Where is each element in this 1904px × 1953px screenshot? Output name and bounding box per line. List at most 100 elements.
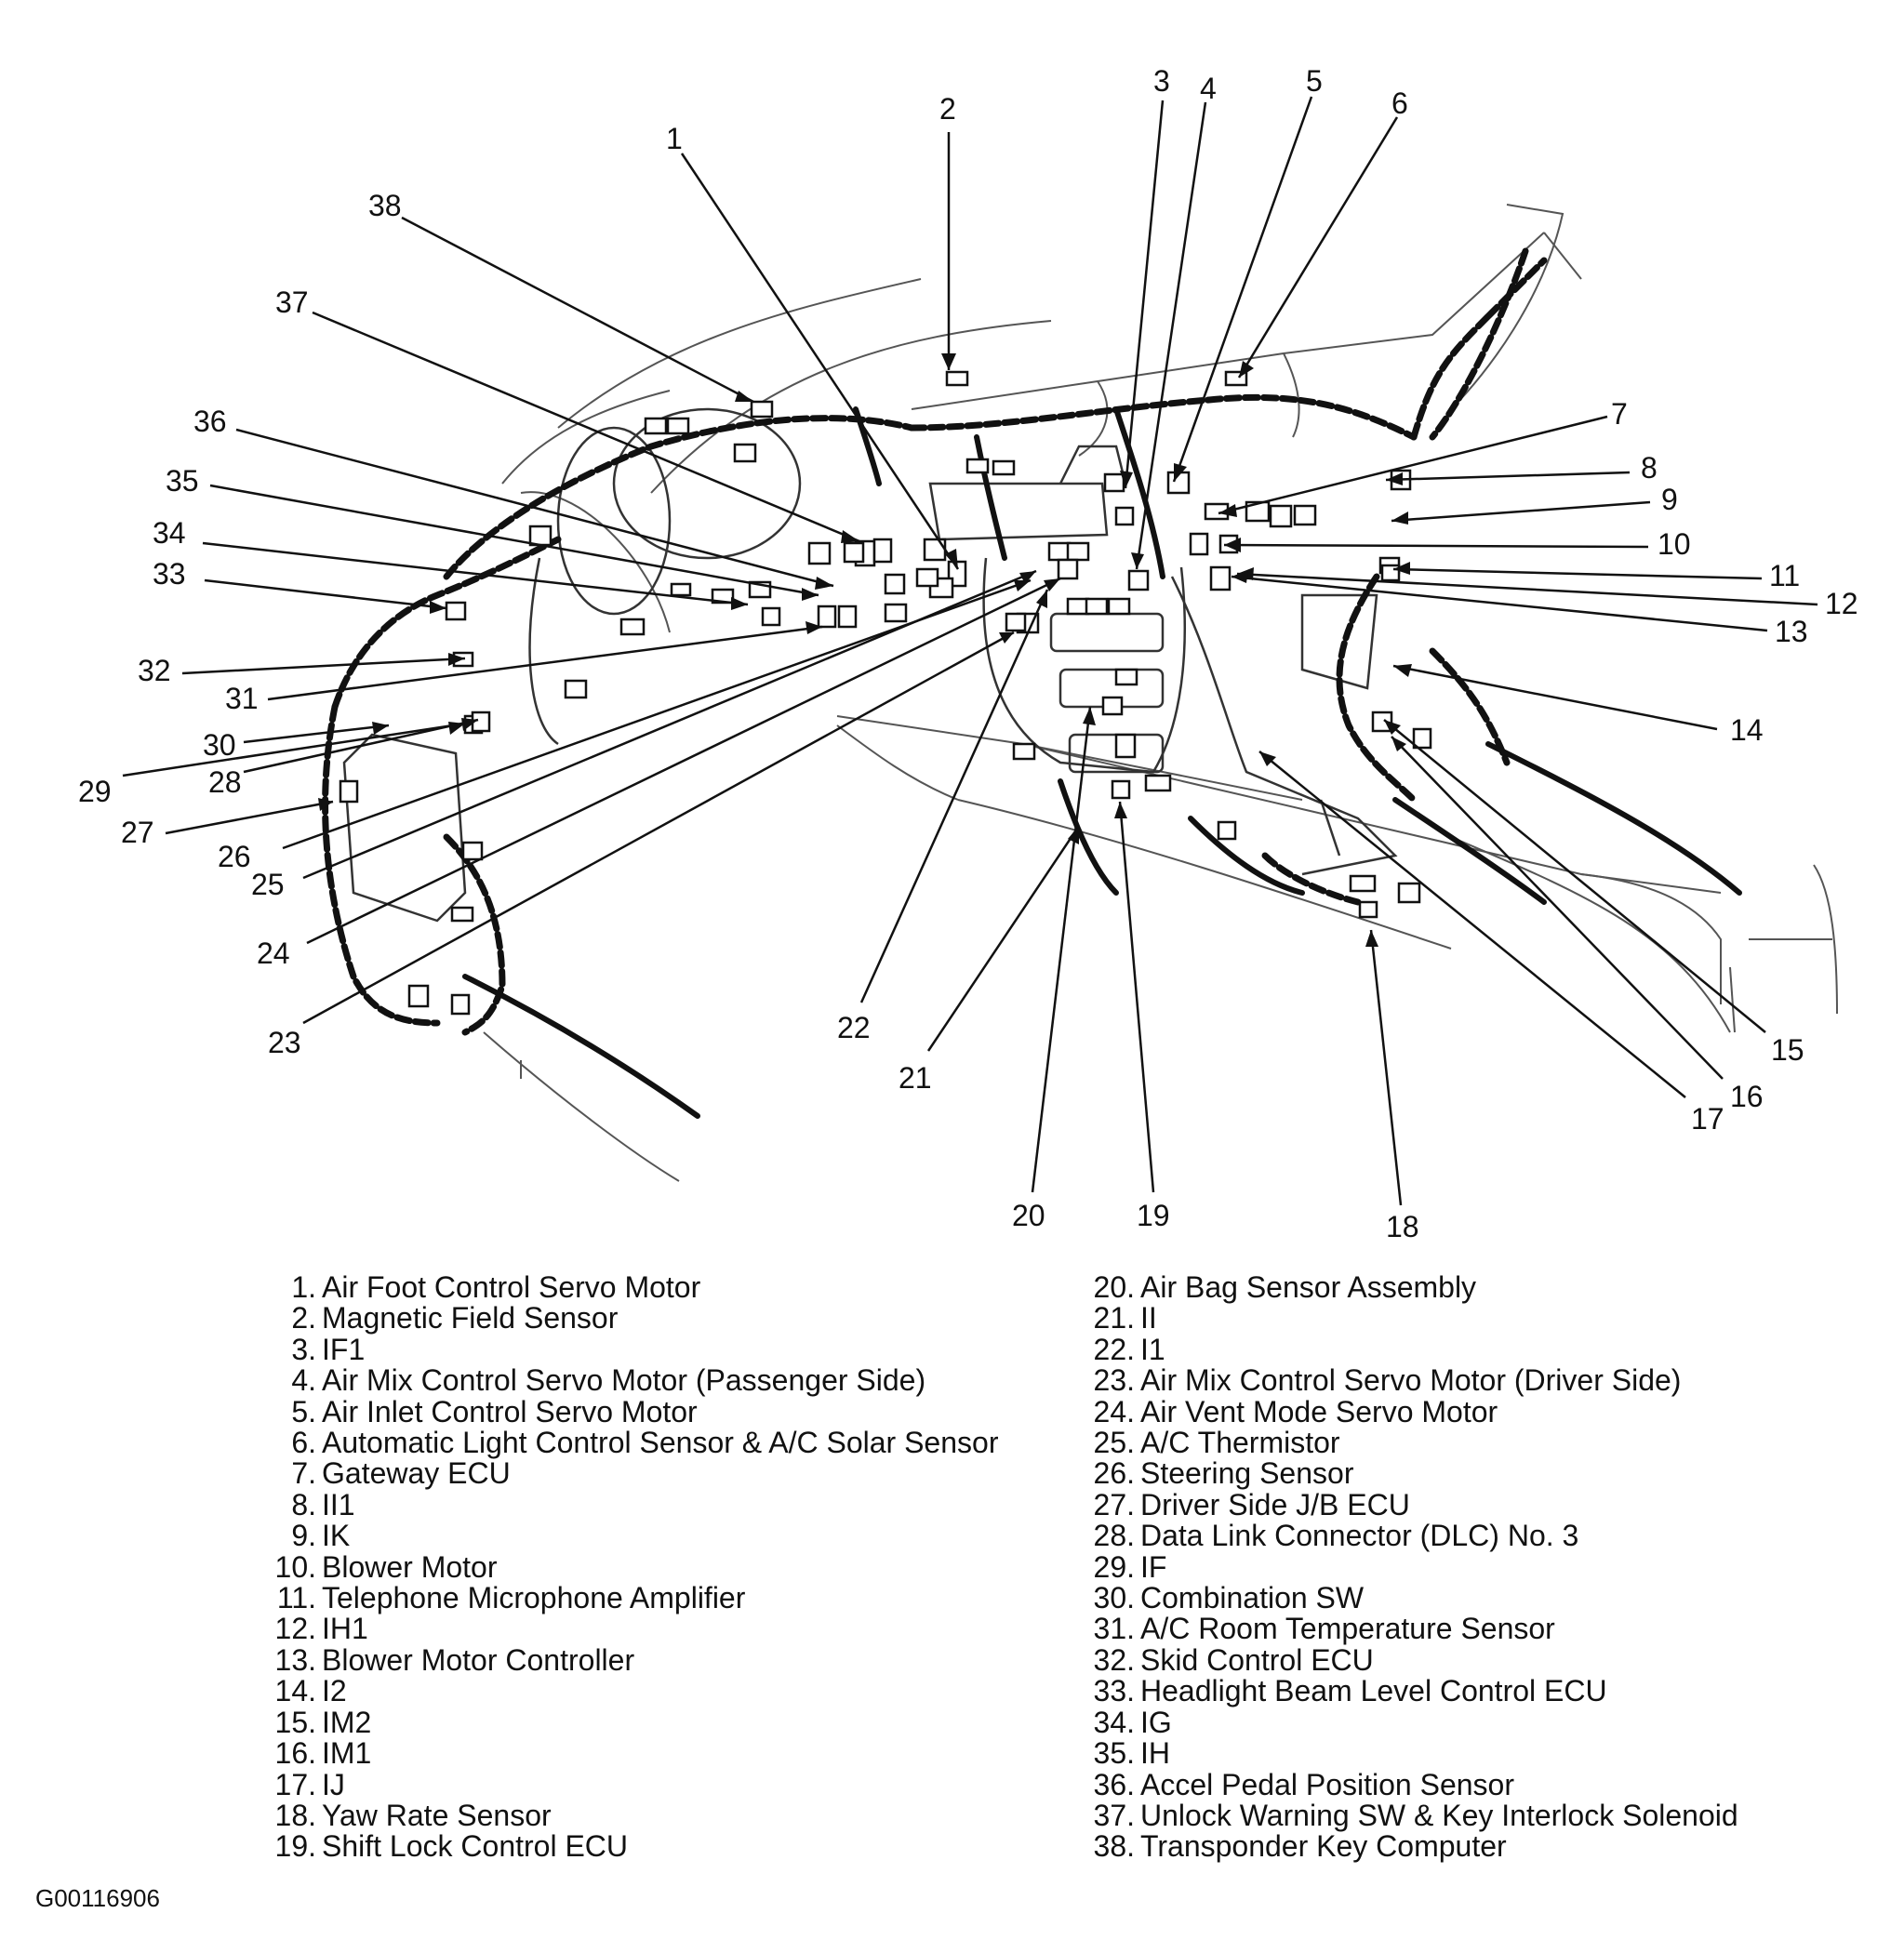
legend-label: IF [1140, 1549, 1167, 1584]
callout-5: 5 [1306, 64, 1323, 98]
legend-label: Blower Motor Controller [322, 1642, 635, 1677]
legend-item-19: 19.Shift Lock Control ECU [274, 1829, 629, 1864]
callout-30: 30 [203, 728, 236, 762]
leader-line-14 [1392, 664, 1718, 731]
legend-label: Air Mix Control Servo Motor (Passenger S… [322, 1363, 926, 1398]
leader-line-31 [267, 625, 823, 701]
legend-label: Air Foot Control Servo Motor [322, 1270, 701, 1304]
leader-lines [122, 96, 1818, 1206]
legend-item-29: 29.IF [1093, 1549, 1167, 1584]
legend-label: IH [1140, 1736, 1170, 1771]
legend-label: Transponder Key Computer [1140, 1829, 1507, 1864]
legend-label: Automatic Light Control Sensor & A/C Sol… [322, 1426, 999, 1460]
leader-line-17 [1258, 751, 1686, 1098]
legend-label: A/C Room Temperature Sensor [1140, 1612, 1555, 1646]
legend-item-34: 34.IG [1093, 1705, 1172, 1739]
callout-4: 4 [1200, 72, 1217, 105]
callout-14: 14 [1730, 713, 1764, 747]
legend-label: Skid Control ECU [1140, 1642, 1374, 1677]
leader-line-20 [1031, 706, 1092, 1193]
leader-line-32 [181, 657, 466, 675]
legend-right-column: 20.Air Bag Sensor Assembly 21.II 22.I1 2… [1042, 1270, 1879, 1864]
callout-27: 27 [121, 816, 154, 849]
callout-23: 23 [268, 1026, 301, 1059]
legend-item-13: 13.Blower Motor Controller [274, 1642, 635, 1677]
legend-label: I2 [322, 1674, 347, 1708]
legend-item-38: 38.Transponder Key Computer [1093, 1829, 1507, 1864]
callout-9: 9 [1661, 483, 1678, 516]
callout-19: 19 [1137, 1199, 1170, 1232]
leader-line-22 [859, 589, 1049, 1003]
callout-7: 7 [1611, 397, 1628, 431]
legend-item-4: 4.Air Mix Control Servo Motor (Passenger… [291, 1363, 926, 1398]
leader-line-21 [926, 825, 1081, 1052]
figure-id: G00116906 [35, 1884, 160, 1912]
legend-label: Driver Side J/B ECU [1140, 1487, 1410, 1521]
legend-label: I1 [1140, 1332, 1165, 1366]
legend-item-20: 20.Air Bag Sensor Assembly [1093, 1270, 1477, 1304]
legend-label: Air Bag Sensor Assembly [1140, 1270, 1477, 1304]
callout-11: 11 [1769, 559, 1800, 592]
legend-label: II1 [322, 1487, 355, 1521]
callout-31: 31 [225, 682, 259, 715]
legend-item-8: 8.II1 [291, 1487, 355, 1521]
legend-label: A/C Thermistor [1140, 1426, 1340, 1460]
legend-label: Air Mix Control Servo Motor (Driver Side… [1140, 1363, 1682, 1398]
legend-label: Magnetic Field Sensor [322, 1301, 619, 1335]
legend-item-35: 35.IH [1093, 1736, 1170, 1771]
legend-item-6: 6.Automatic Light Control Sensor & A/C S… [291, 1426, 999, 1460]
legend-label: IG [1140, 1705, 1172, 1739]
connectors [339, 370, 1432, 1016]
callout-25: 25 [251, 868, 285, 901]
legend-label: Air Inlet Control Servo Motor [322, 1394, 698, 1428]
legend-item-30: 30.Combination SW [1093, 1581, 1365, 1615]
legend-item-28: 28.Data Link Connector (DLC) No. 3 [1093, 1519, 1579, 1553]
legend-label: IM1 [322, 1736, 372, 1771]
wire-harness [322, 247, 1548, 1036]
legend-item-23: 23.Air Mix Control Servo Motor (Driver S… [1093, 1363, 1682, 1398]
callout-18: 18 [1386, 1210, 1419, 1243]
legend-item-26: 26.Steering Sensor [1093, 1456, 1354, 1491]
legend-item-17: 17.IJ [274, 1767, 345, 1801]
legend-item-1: 1.Air Foot Control Servo Motor [291, 1270, 701, 1304]
legend-item-33: 33.Headlight Beam Level Control ECU [1093, 1674, 1607, 1708]
callout-33: 33 [153, 557, 186, 591]
legend-label: Air Vent Mode Servo Motor [1140, 1394, 1498, 1428]
legend-label: Steering Sensor [1140, 1456, 1354, 1491]
legend-item-22: 22.I1 [1093, 1332, 1165, 1366]
wiring-harness-diagram: 1 2 3 4 5 6 7 8 9 10 11 12 13 14 15 16 1… [78, 64, 1858, 1243]
leader-line-15 [1383, 719, 1766, 1033]
legend-label: IM2 [322, 1705, 372, 1739]
leader-line-36 [235, 428, 834, 588]
legend-label: Accel Pedal Position Sensor [1140, 1767, 1514, 1801]
callout-17: 17 [1691, 1102, 1724, 1136]
callout-15: 15 [1771, 1033, 1804, 1067]
legend-item-15: 15.IM2 [274, 1705, 372, 1739]
legend-label: Gateway ECU [322, 1456, 511, 1491]
legend-item-7: 7.Gateway ECU [291, 1456, 511, 1491]
legend-item-16: 16.IM1 [274, 1736, 372, 1771]
callout-numbers: 1 2 3 4 5 6 7 8 9 10 11 12 13 14 15 16 1… [78, 64, 1858, 1243]
leader-line-19 [1118, 801, 1155, 1193]
leader-line-34 [202, 541, 749, 606]
leader-line-10 [1223, 543, 1649, 549]
leader-line-5 [1172, 96, 1313, 483]
leader-line-30 [243, 724, 390, 744]
leader-line-7 [1218, 415, 1608, 515]
wire-tails [462, 406, 1742, 1119]
callout-37: 37 [275, 286, 309, 319]
legend-item-24: 24.Air Vent Mode Servo Motor [1093, 1394, 1498, 1428]
leader-line-24 [306, 577, 1061, 945]
legend-item-11: 11.Telephone Microphone Amplifier [276, 1581, 746, 1615]
leader-line-33 [204, 578, 447, 610]
leader-line-4 [1135, 101, 1207, 570]
leader-line-18 [1369, 929, 1403, 1206]
callout-13: 13 [1775, 615, 1808, 648]
legend-item-32: 32.Skid Control ECU [1093, 1642, 1374, 1677]
callout-36: 36 [193, 405, 227, 438]
legend-label: Headlight Beam Level Control ECU [1140, 1674, 1607, 1708]
callout-24: 24 [257, 937, 290, 970]
callout-22: 22 [837, 1011, 871, 1044]
legend-item-27: 27.Driver Side J/B ECU [1093, 1487, 1410, 1521]
legend-item-37: 37.Unlock Warning SW & Key Interlock Sol… [1093, 1798, 1738, 1832]
